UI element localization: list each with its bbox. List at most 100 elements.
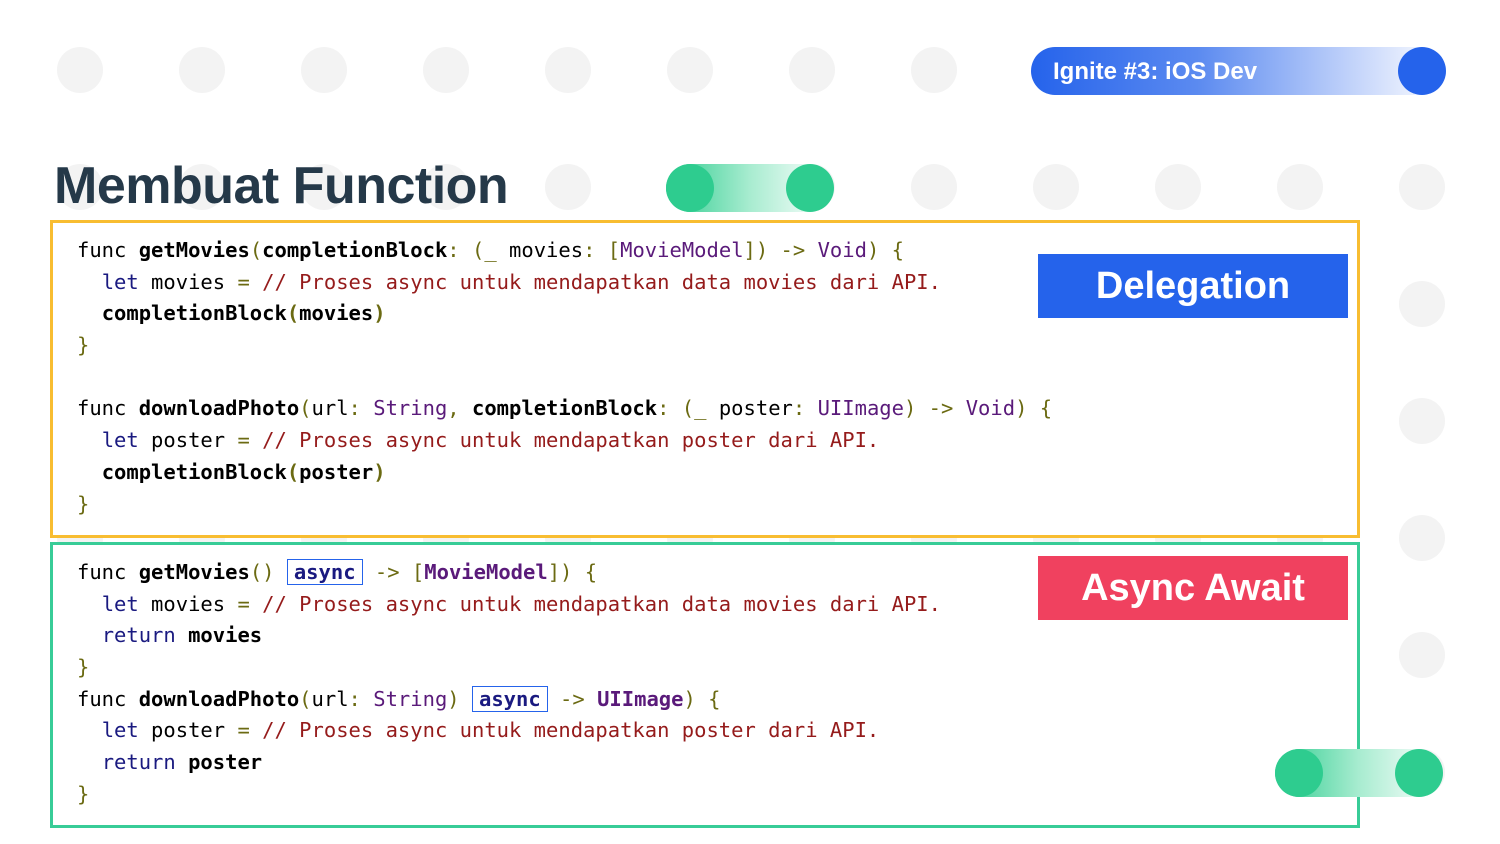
code-token: : [ — [583, 238, 621, 262]
code-token: ]) { — [547, 560, 598, 584]
background-dot — [911, 47, 957, 93]
code-line: } — [77, 330, 1052, 362]
code-token: ( — [299, 686, 312, 711]
code-line: return movies — [77, 620, 941, 652]
background-dot — [57, 47, 103, 93]
code-line: } — [77, 489, 1052, 521]
background-dot — [179, 47, 225, 93]
code-token: ( — [249, 238, 263, 262]
code-token: : (_ — [447, 238, 510, 262]
code-token — [176, 623, 188, 647]
code-token: : — [348, 396, 374, 421]
code-token: // Proses async untuk mendapatkan poster… — [262, 428, 880, 453]
code-token — [77, 750, 102, 774]
code-line: func downloadPhoto(url: String) async ->… — [77, 684, 941, 716]
code-token: movies — [299, 301, 374, 326]
code-token: ) — [373, 459, 386, 484]
code-token: = — [237, 591, 263, 616]
code-token: String — [373, 686, 448, 711]
code-token: poster — [188, 750, 263, 775]
delegation-label: Delegation — [1038, 254, 1348, 318]
code-token: let — [101, 269, 139, 294]
background-dot — [911, 164, 957, 210]
code-token: completionBlock — [471, 396, 658, 421]
code-token: , — [447, 396, 472, 421]
slide-title: Membuat Function — [54, 157, 509, 215]
code-token: return — [101, 750, 176, 775]
code-token: } — [77, 491, 90, 516]
code-token — [77, 428, 102, 452]
code-token: ( — [299, 396, 312, 421]
code-token: func — [77, 238, 139, 262]
code-line: completionBlock(movies) — [77, 298, 1052, 330]
code-line: let poster = // Proses async untuk menda… — [77, 425, 1052, 457]
code-token: // Proses async untuk mendapatkan poster… — [262, 718, 880, 743]
background-dot — [1399, 398, 1445, 444]
background-dot — [1399, 281, 1445, 327]
code-token — [176, 750, 188, 774]
code-line: func getMovies() async -> [MovieModel]) … — [77, 557, 941, 589]
code-token: getMovies — [138, 238, 250, 262]
code-token: movies — [138, 591, 238, 616]
background-dot — [423, 47, 469, 93]
background-dot — [789, 47, 835, 93]
code-token: ) { — [866, 238, 904, 262]
code-line: let movies = // Proses async untuk menda… — [77, 589, 941, 621]
code-token: } — [77, 781, 90, 806]
async-keyword-highlight: async — [471, 685, 548, 712]
code-token: let — [101, 428, 139, 453]
code-token: : — [792, 396, 818, 421]
green-pill-decoration-bottom — [1275, 749, 1443, 797]
code-token: -> [ — [362, 560, 425, 584]
code-token: ( — [286, 459, 300, 484]
code-token: } — [77, 655, 90, 680]
code-token: completionBlock — [101, 459, 287, 484]
code-token: ( — [286, 301, 300, 326]
code-line: return poster — [77, 747, 941, 779]
code-token: url — [311, 396, 349, 421]
code-token — [77, 365, 89, 389]
async-keyword-highlight: async — [286, 559, 363, 585]
code-token: func — [77, 396, 139, 421]
code-token: = — [237, 428, 263, 453]
code-token: ]) -> — [743, 238, 818, 262]
background-dot — [1399, 164, 1445, 210]
code-line: } — [77, 779, 941, 811]
code-token: completionBlock — [262, 238, 448, 262]
code-token: poster — [138, 428, 238, 453]
code-token: UIImage — [597, 686, 684, 711]
code-token: : (_ — [657, 396, 719, 421]
code-token — [77, 718, 102, 742]
background-dot — [301, 47, 347, 93]
code-token: poster — [299, 459, 374, 484]
code-token: ) { — [683, 686, 721, 711]
code-line: func downloadPhoto(url: String, completi… — [77, 393, 1052, 425]
background-dot — [423, 164, 469, 210]
code-token — [77, 301, 102, 325]
course-badge: Ignite #3: iOS Dev — [1031, 47, 1446, 95]
background-dot — [667, 47, 713, 93]
code-line: let poster = // Proses async untuk menda… — [77, 715, 941, 747]
code-token — [77, 592, 102, 616]
code-token: Void — [965, 396, 1016, 421]
async-await-code-panel: func getMovies() async -> [MovieModel]) … — [50, 542, 1360, 828]
background-dot — [1033, 164, 1079, 210]
code-token: = — [237, 269, 263, 294]
badge-circle-decoration — [1398, 47, 1446, 95]
pill-dot-left — [1275, 749, 1323, 797]
code-token: let — [101, 591, 139, 616]
pill-dot-left — [666, 164, 714, 212]
code-token: let — [101, 718, 139, 743]
code-token: Void — [817, 238, 867, 262]
code-token: getMovies — [138, 560, 250, 584]
background-dot — [1155, 164, 1201, 210]
pill-dot-right — [1395, 749, 1443, 797]
code-token: = — [237, 718, 263, 743]
code-token: String — [373, 396, 448, 421]
code-token: return — [101, 623, 176, 648]
code-token: } — [77, 333, 90, 358]
code-token: completionBlock — [101, 301, 287, 326]
code-line — [77, 362, 1052, 394]
background-dot — [301, 164, 347, 210]
pill-dot-right — [786, 164, 834, 212]
